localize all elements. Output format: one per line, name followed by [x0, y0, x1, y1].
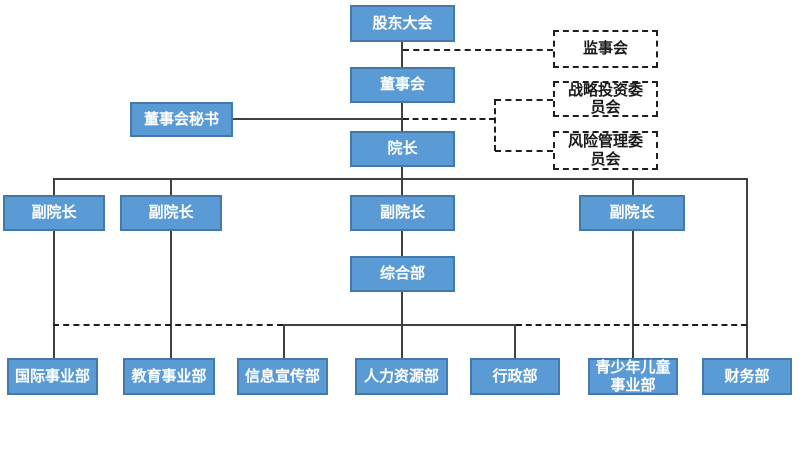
- connector-committees-stub-dashed: [403, 118, 495, 120]
- node-international-business-department: 国际事业部: [7, 358, 98, 395]
- node-board-of-directors: 董事会: [350, 67, 455, 103]
- node-shareholders-meeting: 股东大会: [350, 5, 455, 42]
- connector-drop-administration: [514, 324, 516, 358]
- connector-main-trunk: [401, 42, 403, 179]
- node-education-business-department: 教育事业部: [123, 358, 215, 395]
- connector-supervisory-board-dashed: [403, 49, 553, 51]
- connector-board-secretary: [233, 118, 403, 120]
- node-human-resources-department: 人力资源部: [355, 358, 448, 395]
- node-supervisory-board: 监事会: [553, 30, 658, 68]
- node-vice-president-1: 副院长: [3, 195, 105, 231]
- connector-drop-vp4: [632, 178, 634, 358]
- connector-president-distribution-line: [53, 178, 748, 180]
- connector-committees-bracket-dashed: [494, 99, 496, 151]
- node-finance-department: 财务部: [702, 358, 792, 395]
- node-risk-management-committee: 风险管理委员会: [553, 131, 658, 170]
- connector-drop-vp2: [170, 178, 172, 358]
- node-strategic-investment-committee: 战略投资委员会: [553, 81, 658, 117]
- connector-strategic-committee-dashed: [495, 99, 553, 101]
- node-administration-department: 行政部: [470, 358, 560, 395]
- connector-drop-information-publicity: [283, 324, 285, 358]
- node-president: 院长: [350, 131, 455, 167]
- node-vice-president-3: 副院长: [350, 195, 455, 231]
- connector-drop-vp1: [53, 178, 55, 358]
- connector-bottom-tie-dashed-left: [53, 324, 283, 326]
- connector-bottom-tie-solid: [283, 324, 516, 326]
- connector-risk-committee-dashed: [495, 150, 553, 152]
- node-vice-president-4: 副院长: [579, 195, 685, 231]
- node-vice-president-2: 副院长: [120, 195, 222, 231]
- node-youth-children-business-department: 青少年儿童事业部: [588, 358, 678, 395]
- node-general-department: 综合部: [350, 256, 455, 292]
- node-board-secretary: 董事会秘书: [130, 102, 233, 137]
- connector-bottom-tie-dashed-right: [516, 324, 747, 326]
- node-information-publicity-department: 信息宣传部: [237, 358, 328, 395]
- connector-drop-finance: [746, 178, 748, 358]
